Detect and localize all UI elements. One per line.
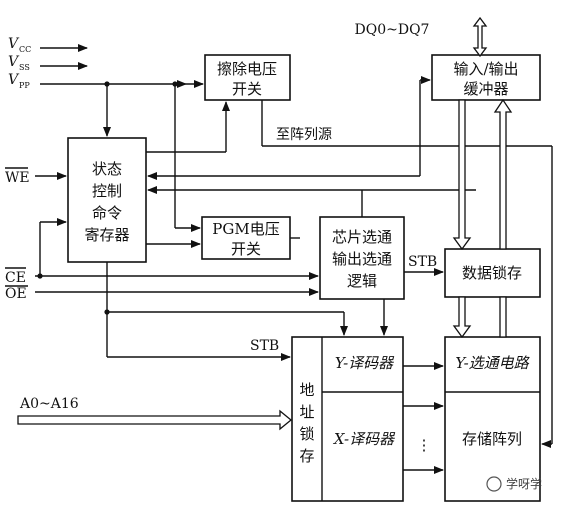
state-register-line1: 状态 bbox=[92, 160, 122, 178]
ce-label: CE bbox=[5, 270, 26, 286]
data-latch-label: 数据锁存 bbox=[462, 264, 522, 282]
data-bus-arrow bbox=[472, 16, 488, 58]
address-bus bbox=[17, 409, 293, 431]
stb-right-label: STB bbox=[408, 254, 437, 270]
pgm-voltage-switch: PGM电压 开关 bbox=[201, 216, 291, 260]
latch-to-io-bus bbox=[493, 98, 513, 250]
to-array-source-label: 至阵列源 bbox=[276, 127, 332, 143]
vpp-sub: PP bbox=[19, 81, 30, 90]
data-latch: 数据锁存 bbox=[444, 248, 541, 298]
y-gate-and-memory-array: Y-选通电路 存储阵列 bbox=[444, 336, 541, 502]
chip-select-line2: 输出选通 bbox=[332, 250, 392, 268]
address-latch-and-decoders: 地 址 锁 存 Y-译码器 X-译码器 bbox=[291, 336, 404, 502]
address-latch-char1: 地 bbox=[299, 381, 314, 399]
latch-to-ygate-bus bbox=[452, 296, 472, 339]
oe-label: OE bbox=[5, 286, 27, 302]
state-command-register: 状态 控制 命令 寄存器 bbox=[67, 137, 147, 263]
signal-labels: DQ0~DQ7 WE CE OE A0~A16 STB STB 至阵列源 ⋮ bbox=[5, 22, 437, 454]
we-label: WE bbox=[5, 170, 30, 186]
y-decoder-label: Y-译码器 bbox=[335, 354, 395, 372]
y-gate-label: Y-选通电路 bbox=[455, 354, 530, 372]
address-latch-char2: 址 bbox=[299, 403, 314, 421]
io-to-latch-bus bbox=[452, 99, 472, 251]
vpp-label: V bbox=[8, 72, 20, 88]
chip-select-line1: 芯片选通 bbox=[332, 228, 392, 246]
chip-select-output-logic: 芯片选通 输出选通 逻辑 bbox=[319, 216, 405, 300]
memory-array-label: 存储阵列 bbox=[462, 430, 522, 448]
address-latch-char4: 存 bbox=[299, 447, 314, 465]
pgm-switch-line1: PGM电压 bbox=[212, 220, 279, 238]
vcc-label: V bbox=[8, 36, 20, 52]
watermark: 学呀学 bbox=[486, 476, 542, 492]
chip-select-line3: 逻辑 bbox=[347, 272, 377, 290]
stb-left-label: STB bbox=[250, 338, 279, 354]
ygate-to-latch-bus bbox=[499, 296, 507, 338]
pgm-switch-line2: 开关 bbox=[231, 240, 261, 258]
x-decoder-label: X-译码器 bbox=[333, 430, 396, 448]
data-bus-label: DQ0~DQ7 bbox=[355, 22, 430, 38]
wechat-icon bbox=[486, 476, 502, 492]
buses bbox=[17, 16, 513, 431]
erase-switch-line2: 开关 bbox=[232, 80, 262, 98]
io-buffer: 输入/输出 缓冲器 bbox=[431, 54, 541, 101]
state-register-line2: 控制 bbox=[92, 182, 122, 200]
vss-sub: SS bbox=[19, 63, 30, 72]
state-register-line3: 命令 bbox=[92, 204, 122, 222]
decoder-ellipsis: ⋮ bbox=[417, 436, 432, 454]
erase-switch-line1: 擦除电压 bbox=[217, 60, 277, 78]
erase-voltage-switch: 擦除电压 开关 bbox=[204, 54, 291, 101]
power-inputs: V CC V SS V PP bbox=[8, 36, 187, 90]
vss-label: V bbox=[8, 54, 20, 70]
io-buffer-line1: 输入/输出 bbox=[453, 60, 518, 78]
io-buffer-line2: 缓冲器 bbox=[463, 80, 508, 98]
vcc-sub: CC bbox=[19, 45, 31, 54]
address-label: A0~A16 bbox=[19, 396, 79, 412]
state-register-line4: 寄存器 bbox=[84, 226, 129, 244]
address-latch-char3: 锁 bbox=[299, 425, 314, 443]
watermark-text: 学呀学 bbox=[506, 476, 542, 491]
